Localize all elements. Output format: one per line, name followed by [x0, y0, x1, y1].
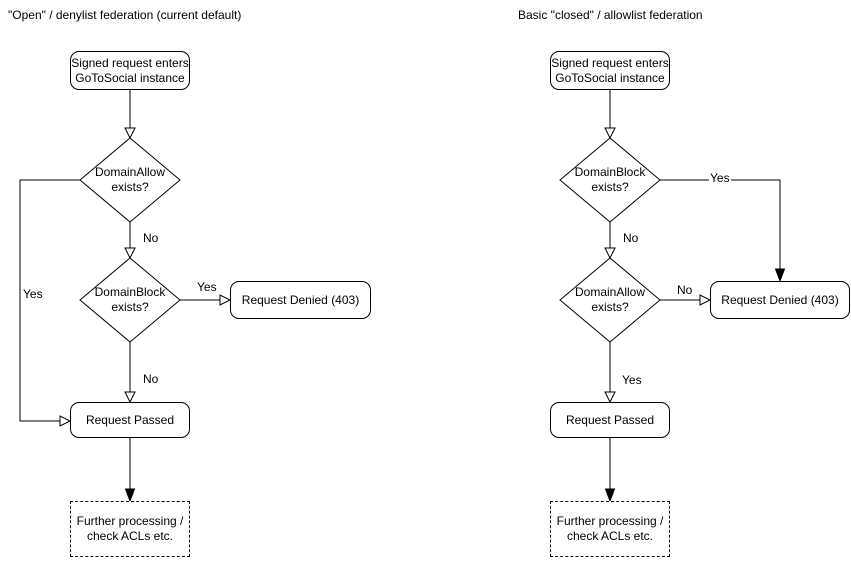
left-passed-node: Request Passed — [70, 402, 190, 438]
left-chart-title: "Open" / denylist federation (current de… — [8, 8, 242, 22]
arrowhead-filled — [124, 488, 136, 503]
right-edge-label-decision1-no: No — [622, 231, 640, 245]
left-edge-label-decision1-no: No — [142, 231, 160, 245]
arrowhead-filled — [774, 268, 786, 283]
left-further-processing-node: Further processing / check ACLs etc. — [70, 501, 190, 557]
arrowhead-open — [124, 391, 136, 404]
right-edge-label-decision2-yes: Yes — [621, 373, 643, 387]
right-connector-decision1-yes-to-denied — [660, 179, 781, 269]
right-edge-label-decision1-yes: Yes — [709, 171, 731, 185]
left-decision1-diamond — [79, 137, 181, 223]
arrowhead-open — [604, 391, 616, 404]
right-edge-label-decision2-no: No — [676, 283, 694, 297]
right-start-node: Signed request enters GoToSocial instanc… — [550, 51, 670, 90]
left-denied-node: Request Denied (403) — [230, 281, 371, 319]
left-decision2-diamond — [79, 257, 181, 343]
left-edge-label-decision1-yes: Yes — [22, 287, 44, 301]
right-chart-title: Basic "closed" / allowlist federation — [518, 8, 703, 22]
arrowhead-open — [219, 294, 232, 306]
left-edge-label-decision2-no: No — [142, 372, 160, 386]
left-edge-label-decision2-yes: Yes — [196, 280, 218, 294]
left-connector-decision1-yes-to-passed — [19, 179, 80, 422]
arrowhead-filled — [604, 488, 616, 503]
right-passed-node: Request Passed — [550, 402, 670, 438]
left-start-node: Signed request enters GoToSocial instanc… — [70, 51, 190, 90]
arrowhead-open — [604, 247, 616, 260]
right-denied-node: Request Denied (403) — [710, 281, 850, 319]
right-decision2-diamond — [559, 257, 661, 343]
arrowhead-open — [699, 294, 712, 306]
right-decision1-diamond — [559, 137, 661, 223]
arrowhead-open — [604, 127, 616, 140]
arrowhead-open — [124, 127, 136, 140]
right-further-processing-node: Further processing / check ACLs etc. — [550, 501, 670, 557]
arrowhead-open — [59, 415, 72, 427]
arrowhead-open — [124, 247, 136, 260]
